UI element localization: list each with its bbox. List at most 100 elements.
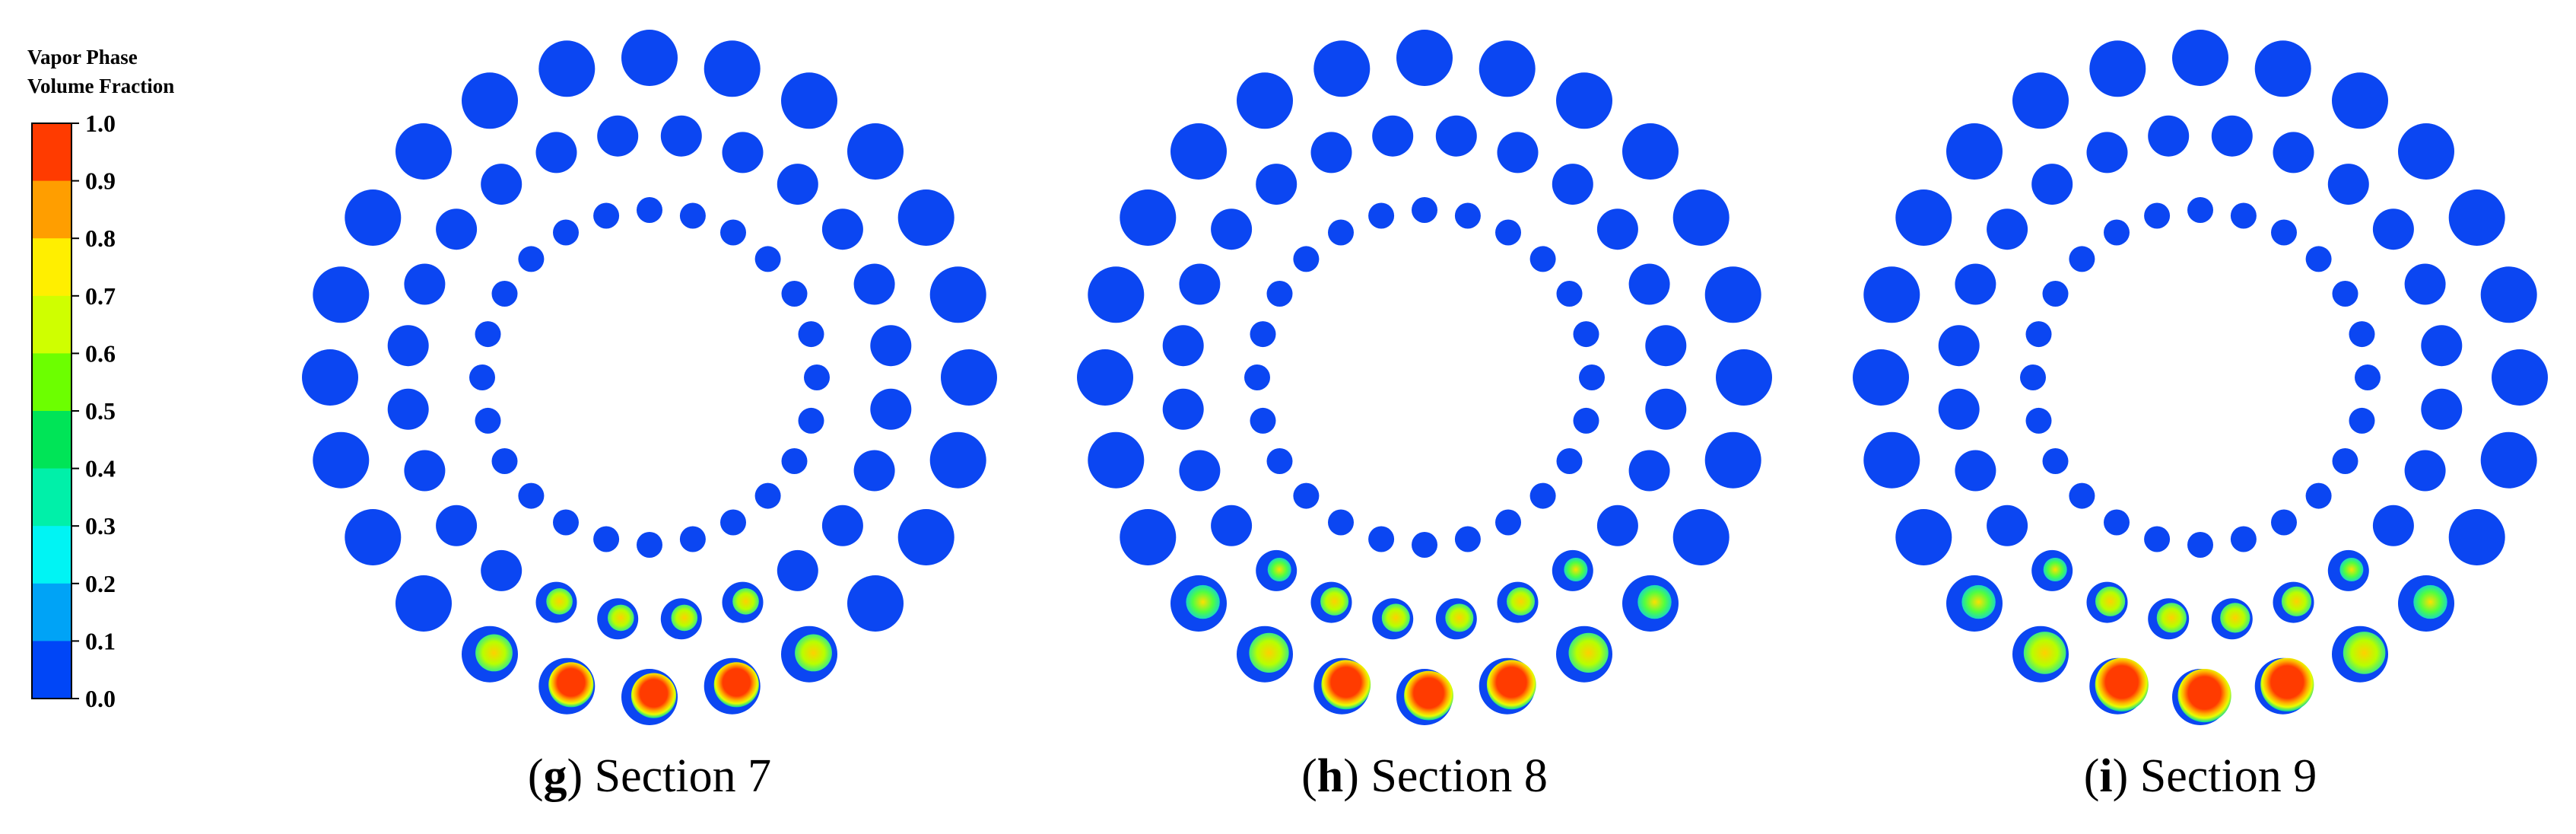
fuel-rod [1596,208,1638,250]
fuel-rod [2172,669,2231,725]
legend-band [32,123,71,182]
fuel-rod [553,219,579,246]
fuel-rod [821,208,863,250]
fuel-rod [1170,123,1227,180]
fuel-rod [1895,509,1952,565]
vapor-region [2043,558,2067,581]
fuel-rod [1716,349,1772,406]
fuel-rod [897,189,954,246]
fuel-rod [1179,450,1221,492]
fuel-rod [637,532,662,558]
fuel-rod [777,549,818,591]
fuel-rod [538,40,596,97]
vapor-region [713,662,759,708]
fuel-rod [2187,532,2213,558]
fuel-rod [704,40,761,97]
legend-tick-label: 0.5 [85,397,116,425]
legend-tick-label: 1.0 [85,110,116,137]
fuel-rod [1645,388,1687,430]
fuel-rod [2398,123,2454,180]
fuel-rod [1077,349,1133,406]
fuel-rod [535,132,577,173]
vapor-region [1961,584,1996,619]
fuel-rod [1396,30,1453,86]
fuel-rod [2480,431,2537,489]
fuel-rod [1162,388,1204,430]
fuel-rod [1552,164,1593,205]
fuel-rod [2254,40,2311,97]
fuel-rod [2273,581,2314,623]
fuel-rod [462,626,518,683]
legend-band [32,641,71,699]
fuel-rod [2148,598,2190,640]
fuel-rod [481,164,523,205]
fuel-rod [2332,72,2388,129]
fuel-rod [1495,219,1521,246]
fuel-rod [1579,364,1605,390]
fuel-rod [1313,40,1371,97]
fuel-rod [1313,657,1371,715]
fuel-rod [660,598,702,640]
fuel-rod [1170,575,1227,632]
fuel-rod [781,281,808,307]
vapor-region [608,604,634,632]
vapor-region [1445,603,1474,632]
fuel-rod [1529,482,1556,509]
caption-section-7: (g) Section 7 [528,750,771,802]
fuel-rod [1704,431,1761,489]
fuel-rod [2372,505,2414,546]
fuel-rod [1211,208,1253,250]
fuel-rod [2012,72,2069,129]
fuel-rod [1293,246,1320,272]
fuel-rod [1479,657,1536,715]
fuel-rod [720,219,746,246]
fuel-rod [1266,448,1293,474]
legend-tick-label: 0.8 [85,224,116,252]
fuel-rod [1179,263,1221,305]
vapor-region [2343,632,2386,674]
fuel-rod [404,263,446,305]
fuel-rod [518,246,545,272]
fuel-rod [2230,202,2257,229]
vapor-region [548,662,594,708]
fuel-rod [2025,407,2052,434]
fuel-rod [1372,115,1414,157]
fuel-rod [2273,132,2314,173]
fuel-rod [2144,526,2171,552]
fuel-rod [2492,349,2548,406]
fuel-rod [313,431,370,489]
fuel-rod [1556,626,1612,683]
fuel-rod [2042,281,2069,307]
fuel-rod [660,115,702,157]
fuel-rod [2172,30,2228,86]
fuel-rod [2031,549,2073,591]
fuel-rod [941,349,997,406]
fuel-rod [2148,115,2190,157]
legend-tick-label: 0.7 [85,282,116,310]
fuel-rod [2012,626,2069,683]
fuel-rod [2421,388,2463,430]
vapor-region [2156,603,2187,633]
fuel-rod [1628,263,1670,305]
vapor-region [2095,657,2149,711]
fuel-rod [553,509,579,536]
fuel-rod [929,431,986,489]
fuel-rod [853,263,895,305]
fuel-rod [2211,115,2253,157]
fuel-rod [1497,132,1539,173]
fuel-rod [754,246,781,272]
fuel-rod [2187,197,2213,223]
fuel-rod [1556,281,1583,307]
fuel-rod [2372,208,2414,250]
fuel-rod [1672,189,1730,246]
fuel-rod [2086,581,2128,623]
fuel-rod [1310,132,1352,173]
fuel-rod [2271,509,2297,536]
vapor-region [1568,632,1609,673]
fuel-rod [781,626,837,683]
fuel-rod [1211,505,1253,546]
fuel-rod [2327,549,2369,591]
fuel-rod [621,669,678,725]
legend-band [32,526,71,584]
fuel-rod [679,526,706,552]
